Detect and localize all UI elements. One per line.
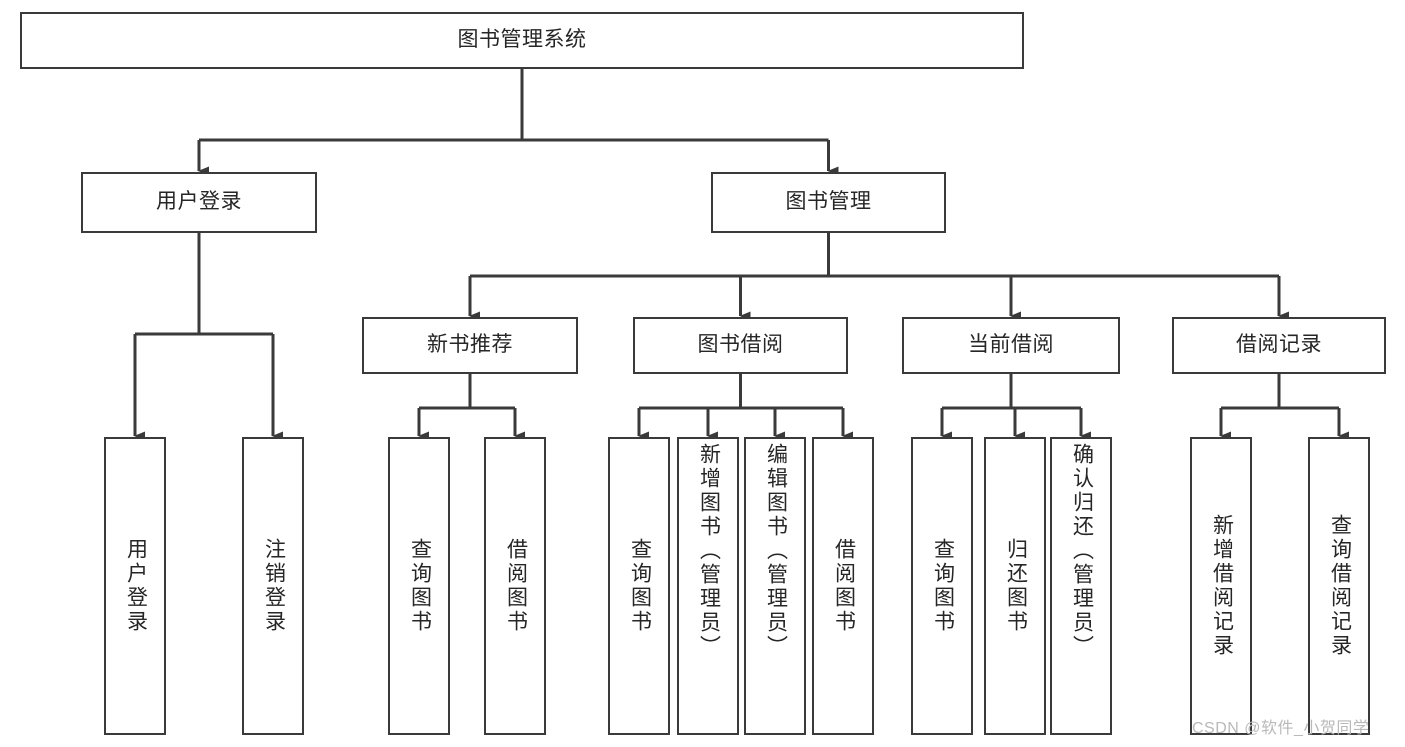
node-cb-query-book[interactable]: 查询图书 <box>911 437 973 735</box>
node-label: 当前借阅 <box>968 333 1054 357</box>
node-br-add-record[interactable]: 新增借阅记录 <box>1190 437 1252 735</box>
node-label: 图书管理系统 <box>457 28 587 52</box>
node-label: 查询图书 <box>931 538 955 634</box>
node-label: 归还图书 <box>1004 538 1028 634</box>
node-borrow-records[interactable]: 借阅记录 <box>1172 317 1386 374</box>
node-label: 查询借阅记录 <box>1328 514 1352 658</box>
node-bb-query-book[interactable]: 查询图书 <box>608 437 670 735</box>
node-current-borrow[interactable]: 当前借阅 <box>902 317 1120 374</box>
node-root[interactable]: 图书管理系统 <box>20 12 1024 69</box>
node-label: 用户登录 <box>156 190 242 214</box>
node-label: 借阅图书 <box>832 538 856 634</box>
node-user-login[interactable]: 用户登录 <box>81 172 317 233</box>
node-label: 确认归还（管理员） <box>1070 443 1094 659</box>
node-label: 图书借阅 <box>697 333 784 357</box>
node-label: 查询图书 <box>408 538 432 634</box>
node-br-query-record[interactable]: 查询借阅记录 <box>1308 437 1370 735</box>
node-label: 借阅图书 <box>504 538 528 634</box>
node-nbr-borrow-book[interactable]: 借阅图书 <box>484 437 546 735</box>
node-label: 新书推荐 <box>427 333 513 357</box>
node-cb-confirm-return[interactable]: 确认归还（管理员） <box>1050 437 1112 735</box>
node-label: 新增借阅记录 <box>1210 514 1234 658</box>
node-bb-borrow-book[interactable]: 借阅图书 <box>812 437 874 735</box>
node-label: 图书管理 <box>785 190 872 214</box>
node-label: 查询图书 <box>628 538 652 634</box>
connector-lines <box>133 69 1349 441</box>
node-bb-add-book[interactable]: 新增图书（管理员） <box>677 437 739 735</box>
node-label: 编辑图书（管理员） <box>764 443 788 659</box>
node-new-book-recommend[interactable]: 新书推荐 <box>362 317 578 374</box>
node-nbr-query-book[interactable]: 查询图书 <box>388 437 450 735</box>
node-cb-return-book[interactable]: 归还图书 <box>984 437 1046 735</box>
node-label: 新增图书（管理员） <box>697 443 721 659</box>
node-label: 用户登录 <box>124 538 148 634</box>
node-user-login-login[interactable]: 用户登录 <box>104 437 166 735</box>
node-bb-edit-book[interactable]: 编辑图书（管理员） <box>744 437 806 735</box>
node-label: 注销登录 <box>262 538 286 634</box>
node-label: 借阅记录 <box>1236 333 1322 357</box>
node-book-borrow[interactable]: 图书借阅 <box>633 317 848 374</box>
node-book-management[interactable]: 图书管理 <box>711 172 946 233</box>
node-user-login-logout[interactable]: 注销登录 <box>242 437 304 735</box>
